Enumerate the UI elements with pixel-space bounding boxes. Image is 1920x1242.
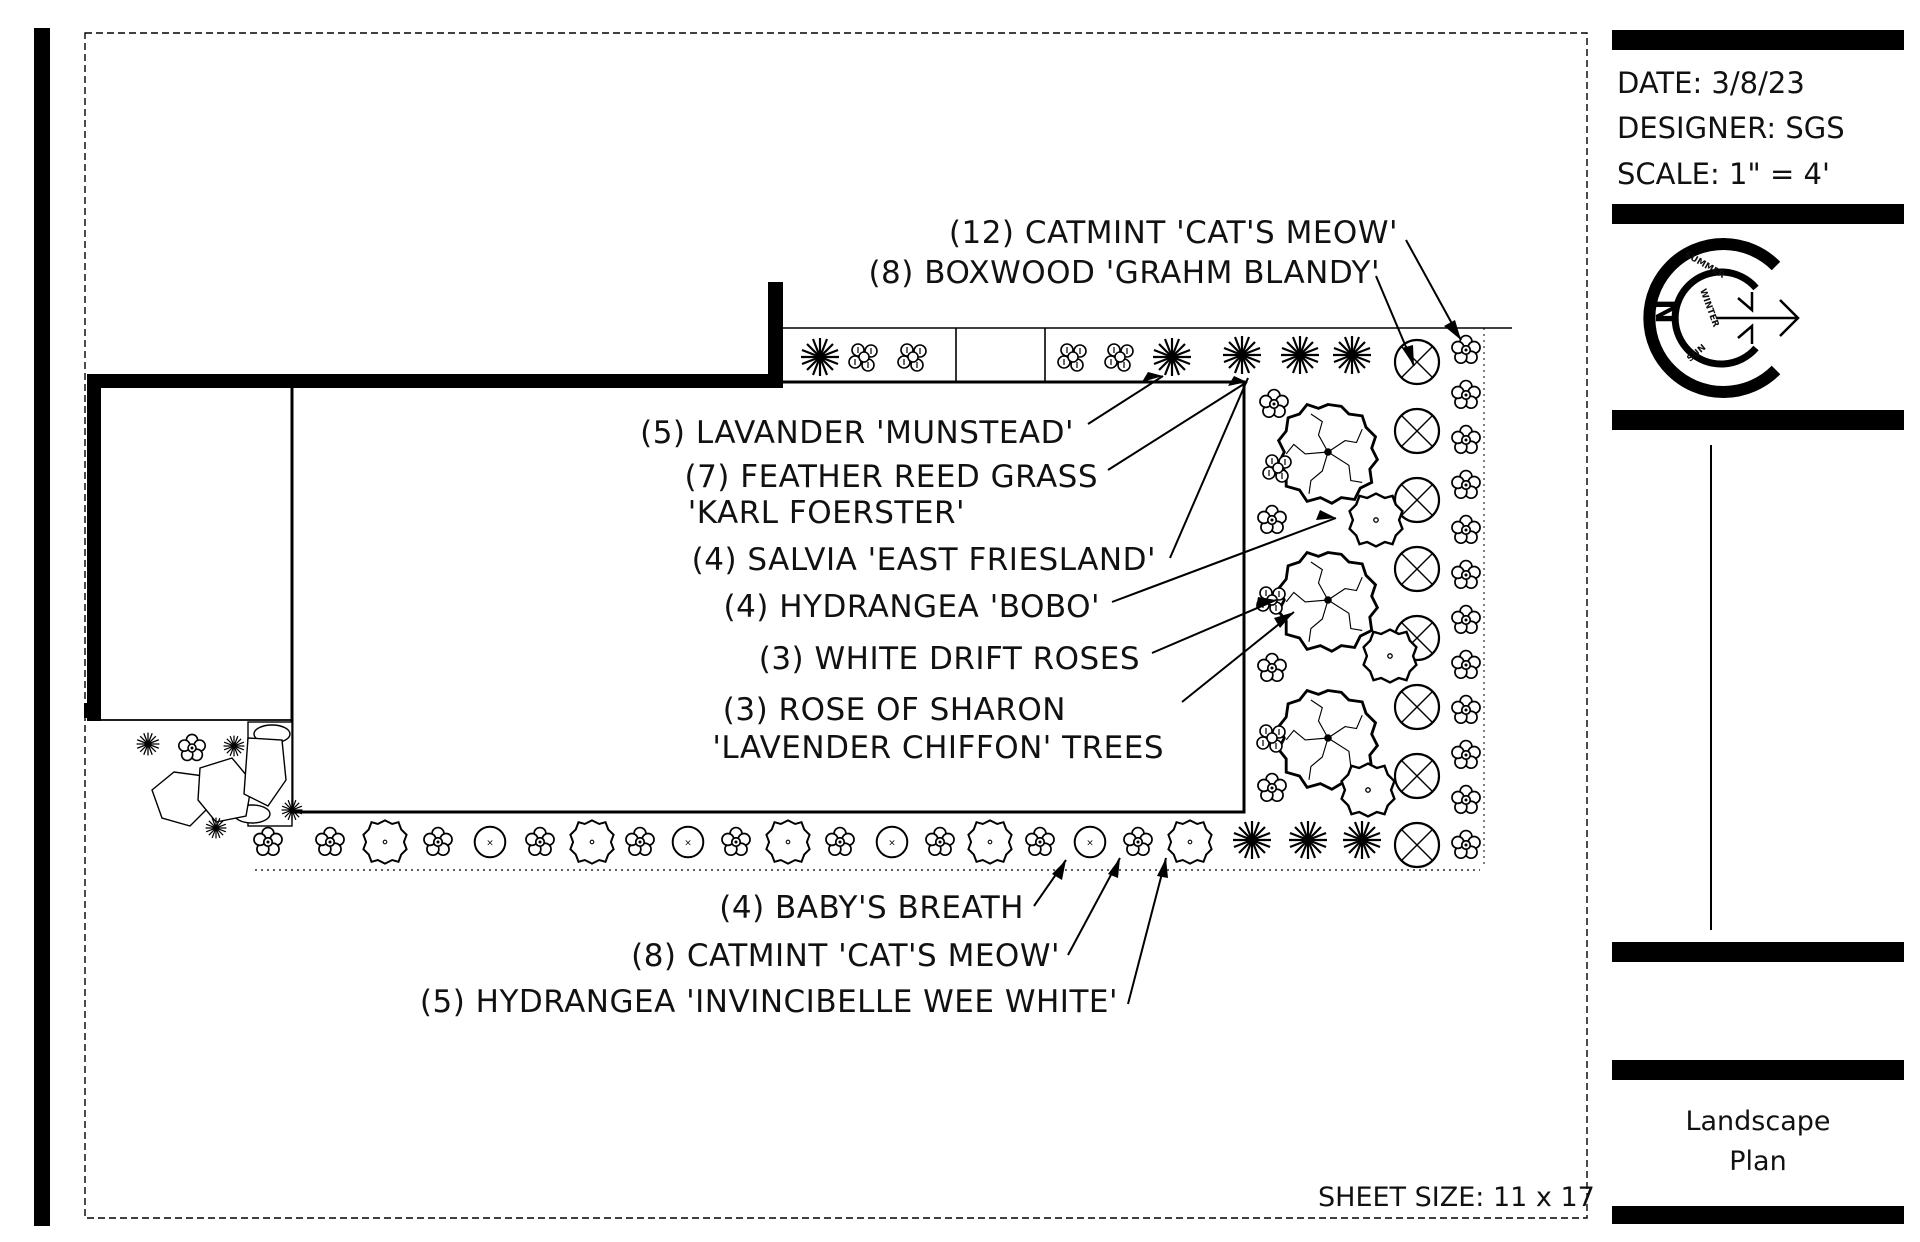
label-babys-breath-4: (4) BABY'S BREATH <box>719 890 1024 926</box>
boxwood-icon <box>1393 338 1441 386</box>
feather-reed-grass-icon <box>1287 819 1329 861</box>
salvia-icon <box>1259 388 1289 419</box>
label-boxwood-8: (8) BOXWOOD 'GRAHM BLANDY' <box>868 255 1380 291</box>
babys-breath-icon <box>875 825 909 859</box>
label-salvia-4: (4) SALVIA 'EAST FRIESLAND' <box>692 542 1156 578</box>
hydrangea-wee-white-icon <box>1167 819 1213 865</box>
feather-reed-grass-icon <box>1331 334 1373 376</box>
title-block-bar-3 <box>1612 410 1904 430</box>
designer-text: DESIGNER: SGS <box>1617 111 1845 145</box>
catmint-icon <box>1451 649 1481 680</box>
hydrangea-wee-white-icon <box>362 819 408 865</box>
babys-breath-icon <box>1073 825 1107 859</box>
label-feather-reed-line2: 'KARL FOERSTER' <box>688 495 965 531</box>
catmint-icon <box>315 826 345 857</box>
label-catmint-12: (12) CATMINT 'CAT'S MEOW' <box>949 215 1398 251</box>
house-outline <box>84 282 783 721</box>
hydrangea-wee-white-icon <box>765 819 811 865</box>
feather-reed-grass-icon <box>1151 336 1193 378</box>
catmint-icon <box>1451 559 1481 590</box>
white-drift-rose-icon <box>1256 724 1286 753</box>
catmint-icon <box>1451 424 1481 455</box>
rose-of-sharon-tree-icon <box>1277 551 1379 653</box>
feather-reed-grass-icon <box>222 734 246 758</box>
lavender-icon <box>848 343 878 372</box>
babys-breath-icon <box>671 825 705 859</box>
catmint-icon <box>1451 334 1481 365</box>
label-feather-reed-line1: (7) FEATHER REED GRASS <box>684 459 1098 495</box>
label-white-drift-roses-3: (3) WHITE DRIFT ROSES <box>759 641 1140 677</box>
babys-breath-icon <box>473 825 507 859</box>
catmint-icon <box>1451 784 1481 815</box>
top-planting-bed <box>783 327 1512 383</box>
title-block-bar-5 <box>1612 1060 1904 1080</box>
label-rose-of-sharon-line2: 'LAVENDER CHIFFON' TREES <box>712 730 1164 766</box>
hydrangea-bobo-icon <box>1362 628 1418 684</box>
leader-arrowheads <box>1052 320 1461 880</box>
catmint-icon <box>1451 514 1481 545</box>
hydrangea-wee-white-icon <box>967 819 1013 865</box>
compass-north-letter: N <box>1651 299 1686 324</box>
catmint-icon <box>525 826 555 857</box>
north-arrow-compass-icon: SUMMER WINTER SUN N <box>1643 238 1800 398</box>
title-block-bar-1 <box>1612 30 1904 50</box>
salvia-icon <box>1257 504 1287 535</box>
left-margin-bar <box>34 28 50 1226</box>
boxwood-icon <box>1393 545 1441 593</box>
lavender-icon <box>1104 343 1134 372</box>
boxwood-icon <box>1393 407 1441 455</box>
boxwood-icon <box>1393 821 1441 869</box>
feather-reed-grass-icon <box>1231 819 1273 861</box>
label-hydrangea-bobo-4: (4) HYDRANGEA 'BOBO' <box>723 589 1100 625</box>
feather-reed-grass-icon <box>135 731 161 757</box>
catmint-icon <box>1451 379 1481 410</box>
title-block-bar-4 <box>1612 942 1904 962</box>
hydrangea-bobo-icon <box>1340 762 1396 818</box>
catmint-icon <box>1451 829 1481 860</box>
feather-reed-grass-icon <box>1341 819 1383 861</box>
catmint-icon <box>1451 694 1481 725</box>
catmint-icon <box>1451 604 1481 635</box>
feather-reed-grass-icon <box>1279 334 1321 376</box>
patio <box>290 380 1246 814</box>
label-catmint-8: (8) CATMINT 'CAT'S MEOW' <box>631 938 1060 974</box>
boxwood-icon <box>1393 683 1441 731</box>
salvia-icon <box>1257 772 1287 803</box>
title-block-bar-6 <box>1612 1206 1904 1224</box>
title-block-bar-2 <box>1612 204 1904 224</box>
catmint-icon <box>1451 739 1481 770</box>
label-rose-of-sharon-line1: (3) ROSE OF SHARON <box>723 692 1066 728</box>
catmint-icon <box>625 826 655 857</box>
label-hydrangea-wee-white-5: (5) HYDRANGEA 'INVINCIBELLE WEE WHITE' <box>420 984 1118 1020</box>
date-text: DATE: 3/8/23 <box>1617 66 1805 100</box>
title-line-1: Landscape <box>1685 1106 1830 1137</box>
feather-reed-grass-icon <box>799 336 841 378</box>
catmint-icon <box>423 826 453 857</box>
rose-of-sharon-tree-icon <box>1277 403 1379 505</box>
catmint-icon <box>1451 469 1481 500</box>
dashed-sheet-border <box>84 32 1588 1219</box>
lavender-icon <box>897 343 927 372</box>
hydrangea-bobo-icon <box>1348 492 1404 548</box>
catmint-icon <box>825 826 855 857</box>
lavender-icon <box>1057 343 1087 372</box>
hydrangea-wee-white-icon <box>569 819 615 865</box>
catmint-icon <box>925 826 955 857</box>
label-lavander-5: (5) LAVANDER 'MUNSTEAD' <box>640 415 1074 451</box>
compass-winter-label: WINTER <box>1697 288 1720 329</box>
catmint-icon <box>1123 826 1153 857</box>
feather-reed-grass-icon <box>1221 334 1263 376</box>
white-drift-rose-icon <box>1262 454 1292 483</box>
boxwood-icon <box>1393 752 1441 800</box>
catmint-icon <box>721 826 751 857</box>
scale-text: SCALE: 1" = 4' <box>1617 157 1830 191</box>
stepping-stones <box>101 719 293 827</box>
salvia-icon <box>1257 652 1287 683</box>
title-line-2: Plan <box>1729 1146 1786 1177</box>
catmint-icon <box>1025 826 1055 857</box>
sheet-size-text: SHEET SIZE: 11 x 17 <box>1318 1182 1595 1213</box>
catmint-icon <box>178 733 206 762</box>
catmint-icon <box>253 826 283 857</box>
